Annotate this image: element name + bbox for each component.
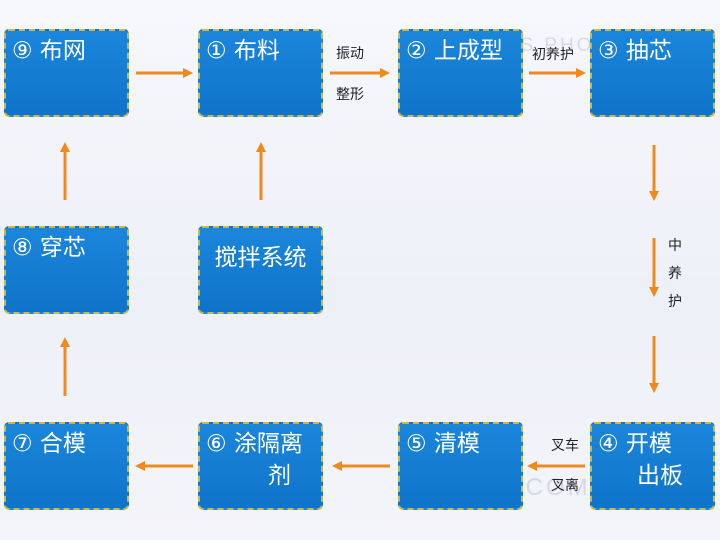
- step-7-label: ⑦ 合模: [12, 431, 86, 457]
- step-5-label: ⑤ 清模: [406, 431, 480, 457]
- step-4-box: ④ 开模 出板: [590, 422, 715, 510]
- shaping-label: 整形: [336, 87, 364, 103]
- step-4-label-line1: ④ 开模: [598, 431, 672, 457]
- step-8-label: ⑧ 穿芯: [12, 235, 86, 261]
- step-9-label: ⑨ 布网: [12, 38, 86, 64]
- step-4-label-line2: 出板: [637, 463, 683, 489]
- step-1-label: ① 布料: [206, 38, 280, 64]
- mixing-system-label: 搅拌系统: [214, 245, 307, 271]
- mid-curing-label: 中养护: [668, 238, 682, 310]
- step-6-label-line1: ⑥ 涂隔离: [206, 431, 303, 457]
- initial-curing-label: 初养护: [532, 47, 574, 63]
- step-3-label: ③ 抽芯: [598, 38, 672, 64]
- step-2-box: ② 上成型: [398, 29, 523, 117]
- step-7-box: ⑦ 合模: [4, 422, 129, 510]
- forklift-away-label: 叉离: [551, 478, 579, 494]
- forklift-label: 叉车: [551, 438, 579, 454]
- step-3-box: ③ 抽芯: [590, 29, 715, 117]
- mixing-system-box: 搅拌系统: [198, 226, 323, 314]
- step-6-box: ⑥ 涂隔离 剂: [198, 422, 323, 510]
- vibrate-label: 振动: [336, 46, 364, 62]
- step-2-label: ② 上成型: [406, 38, 503, 64]
- step-9-box: ⑨ 布网: [4, 29, 129, 117]
- step-8-box: ⑧ 穿芯: [4, 226, 129, 314]
- step-1-box: ① 布料: [198, 29, 323, 117]
- step-5-box: ⑤ 清模: [398, 422, 523, 510]
- step-6-label-line2: 剂: [268, 463, 291, 489]
